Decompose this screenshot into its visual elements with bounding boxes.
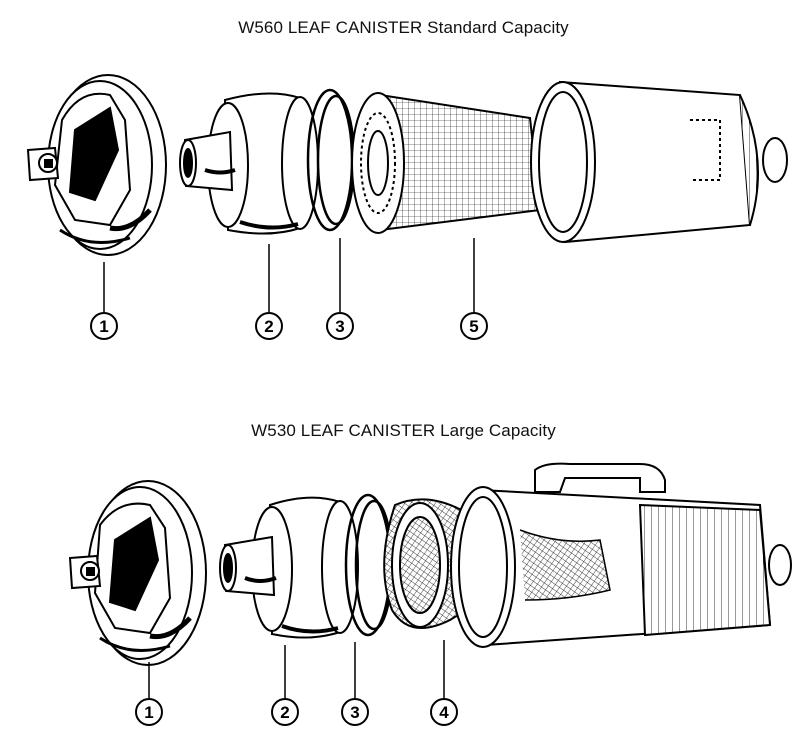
callout-bottom-1: 1 [135, 662, 163, 726]
callout-label: 1 [99, 317, 108, 336]
callout-top-3: 3 [326, 238, 354, 340]
callout-group-top: 1 2 3 5 [90, 238, 488, 340]
lid-assembly-bottom [68, 480, 207, 666]
callout-label: 2 [264, 317, 273, 336]
callout-top-5: 5 [460, 238, 488, 340]
callout-label: 3 [335, 317, 344, 336]
callout-label: 5 [469, 317, 478, 336]
canister-body-bottom [450, 462, 792, 648]
diagram-title-large: W530 LEAF CANISTER Large Capacity [251, 421, 556, 440]
canister-body-top [530, 80, 788, 244]
cap-top [179, 92, 319, 235]
callout-label: 1 [144, 703, 153, 722]
callout-group-bottom: 1 2 3 4 [135, 640, 458, 726]
callout-bottom-4: 4 [430, 640, 458, 726]
callout-label: 3 [350, 703, 359, 722]
callout-bottom-3: 3 [341, 642, 369, 726]
callout-label: 2 [280, 703, 289, 722]
lid-assembly-top [26, 74, 167, 256]
diagram-title-standard: W560 LEAF CANISTER Standard Capacity [238, 18, 569, 37]
cap-bottom [219, 496, 359, 639]
callout-bottom-2: 2 [271, 645, 299, 726]
callout-top-2: 2 [255, 244, 283, 340]
basket-top [351, 92, 542, 234]
callout-label: 4 [439, 703, 449, 722]
callout-top-1: 1 [90, 262, 118, 340]
